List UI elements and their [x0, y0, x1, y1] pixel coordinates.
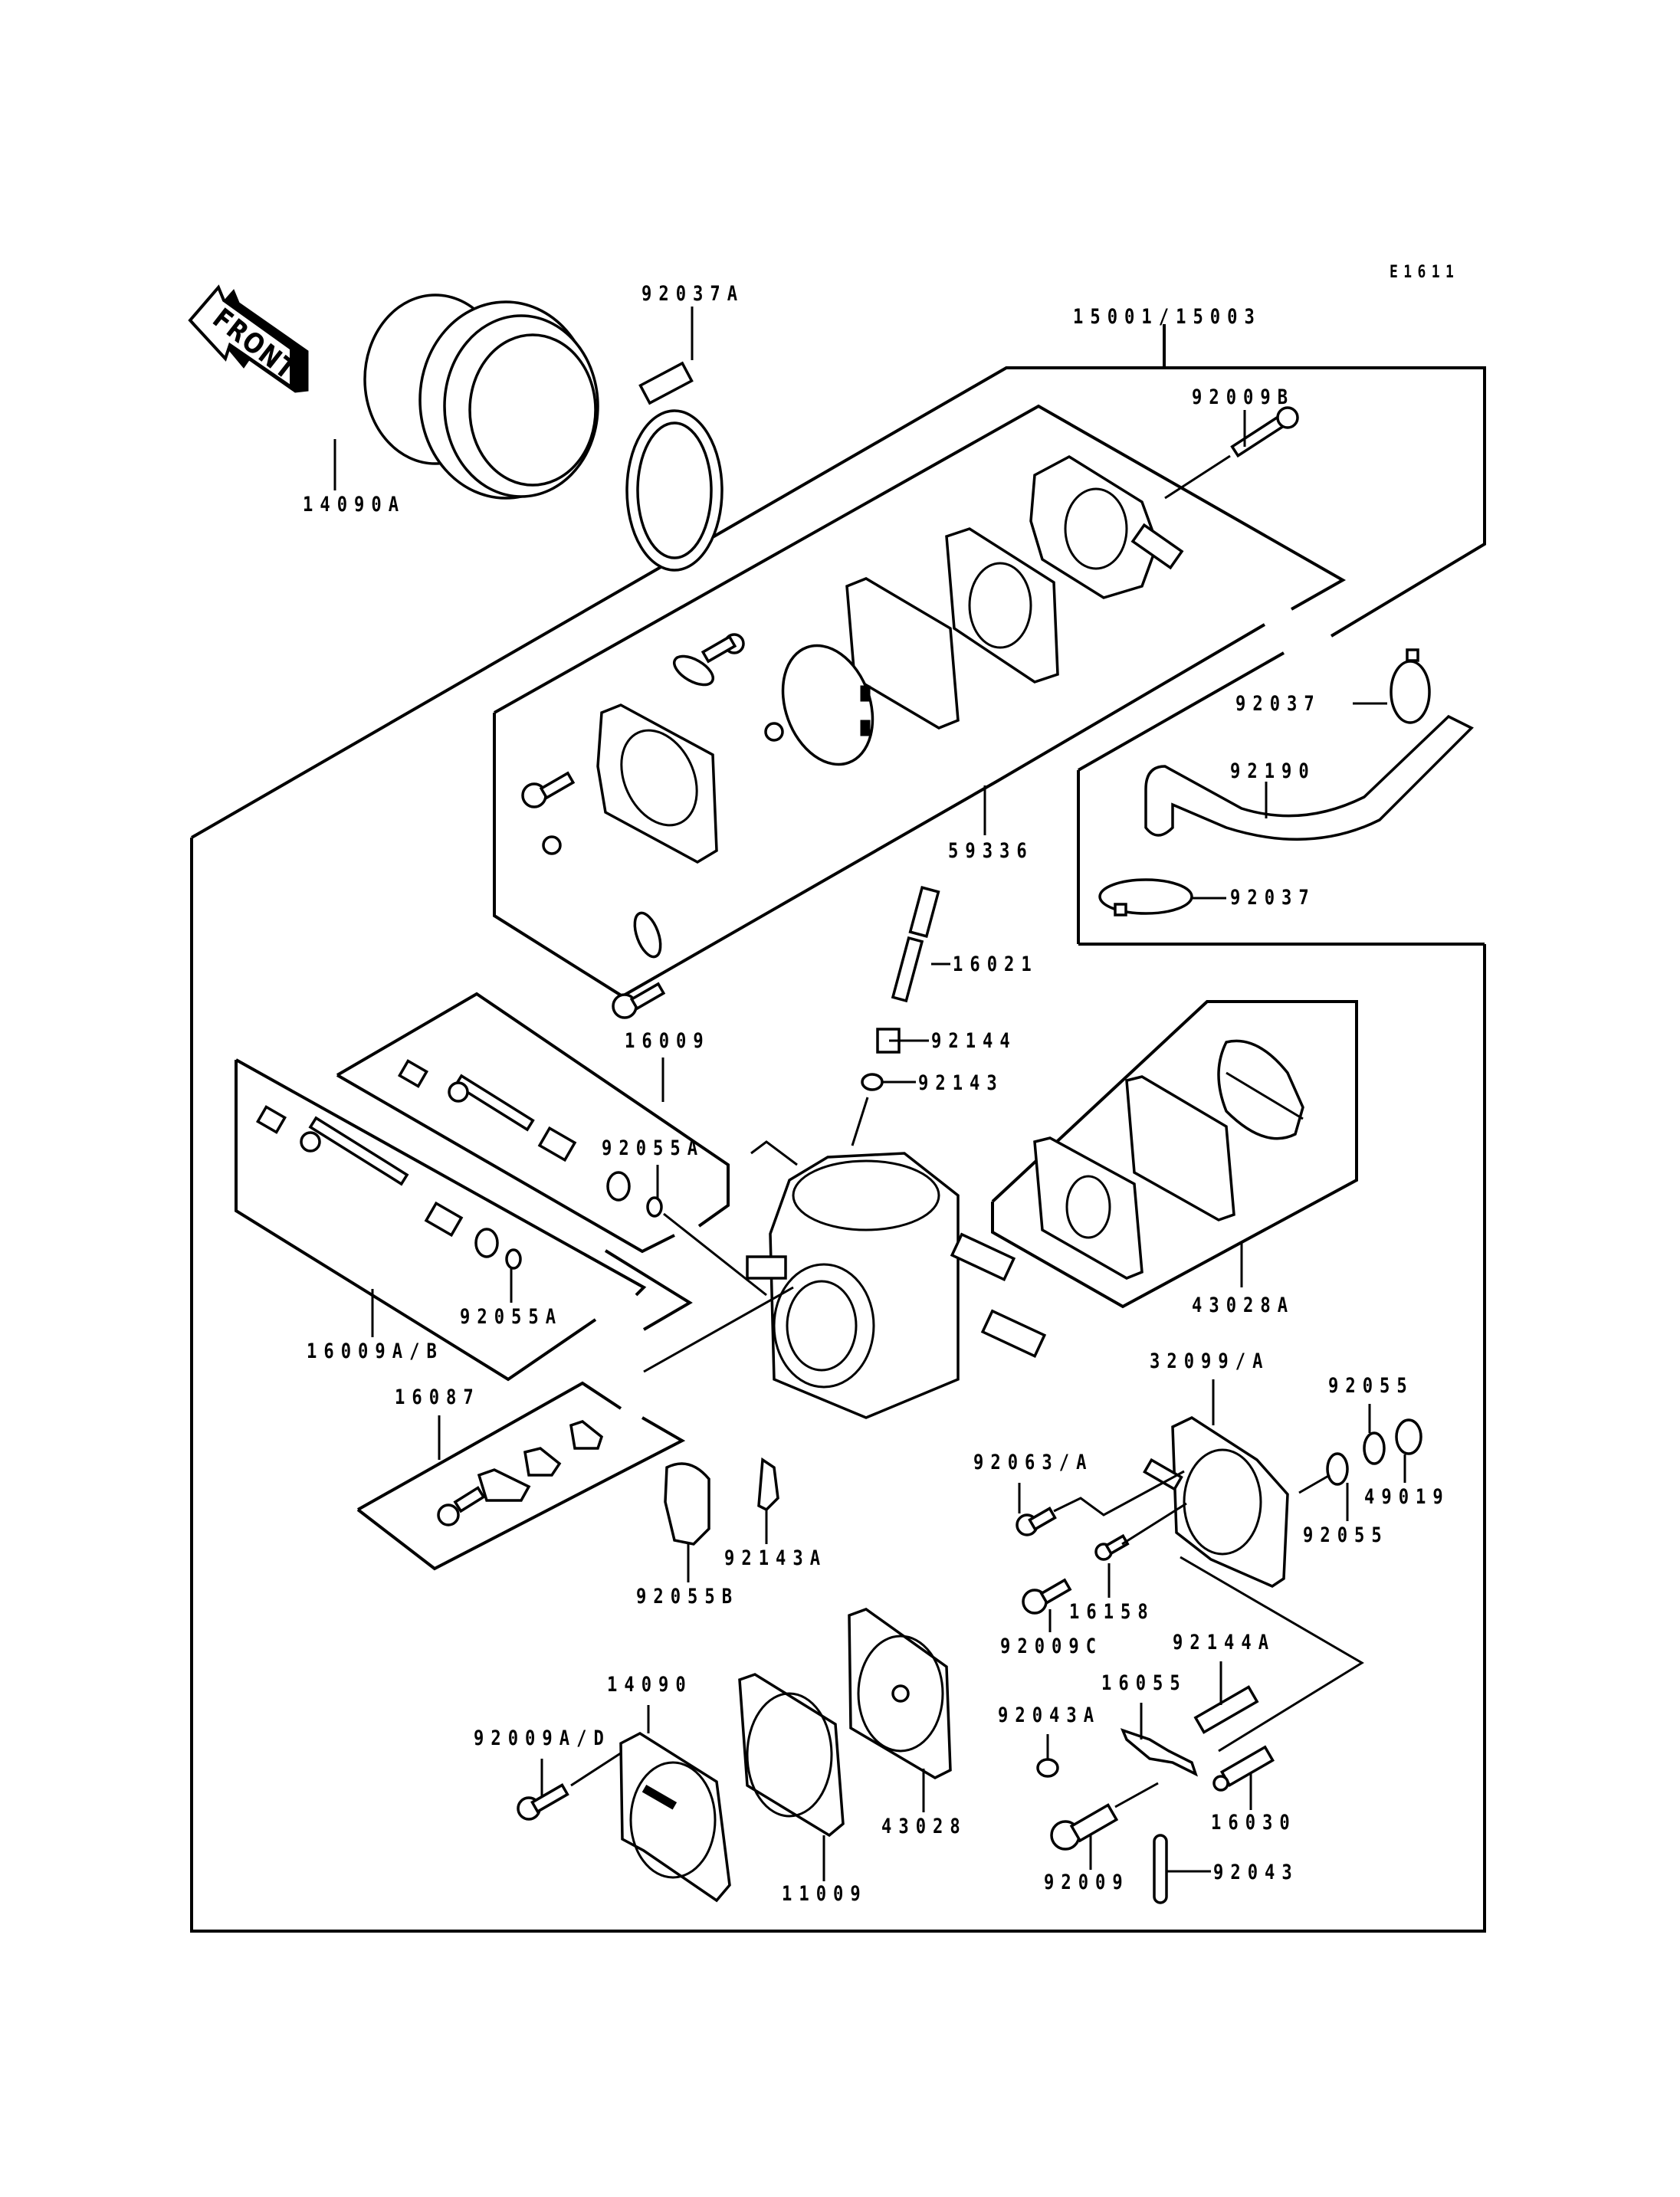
- adjust-screw-frame-16009: [336, 992, 730, 1228]
- throttle-lever-frame: [357, 1381, 622, 1511]
- fuel-chamber-body-icon: [1143, 1415, 1289, 1588]
- lever-group-frame: [1180, 1556, 1364, 1753]
- pin-icon: [1153, 1834, 1168, 1904]
- part-label-43028A[interactable]: 43028A: [1192, 1294, 1295, 1317]
- assembly-frame-15001-lower: [190, 838, 1486, 1933]
- fuel-pump-frame: [494, 404, 1347, 714]
- pump-valve-ring-icon: [781, 644, 874, 766]
- leader-16158-line: [1121, 1502, 1187, 1546]
- gasket-set-icon: [1033, 1039, 1304, 1280]
- part-label-16055[interactable]: 16055: [1101, 1671, 1187, 1695]
- screw-ad-icon: [517, 1783, 569, 1821]
- part-label-92037-lower[interactable]: 92037: [1230, 886, 1316, 910]
- jet-icon: [1094, 1533, 1130, 1561]
- throttle-lever-icon: [437, 1420, 604, 1526]
- cable-tie-icon: [1390, 648, 1431, 724]
- gasket-set-frame: [991, 1000, 1358, 1309]
- fuel-pump-cover-icon: [1029, 454, 1184, 599]
- air-intake-boot-icon: [363, 293, 599, 500]
- hose-frame-top: [1078, 651, 1285, 772]
- pump-plate-icon: [633, 654, 714, 959]
- diaphragm-icon: [848, 1608, 952, 1779]
- part-label-92055-upper[interactable]: 92055: [1328, 1374, 1414, 1398]
- part-label-92063A[interactable]: 92063/A: [973, 1451, 1094, 1474]
- fuel-hose-icon: [1144, 714, 1474, 841]
- adjust-screw-frame-16009AB: [235, 1060, 597, 1382]
- collar-icon: [861, 1073, 884, 1091]
- spring-a-icon: [1193, 1685, 1259, 1734]
- part-label-92144[interactable]: 92144: [931, 1029, 1017, 1053]
- screw-c-icon: [1022, 1578, 1072, 1615]
- leader-92009-line: [1114, 1782, 1159, 1808]
- plug-screw-icon: [1016, 1507, 1057, 1536]
- front-arrow-icon: [188, 284, 309, 393]
- part-label-92143A[interactable]: 92143A: [724, 1546, 828, 1570]
- adjust-screw-icon: [397, 1059, 663, 1218]
- part-label-92190[interactable]: 92190: [1230, 759, 1316, 783]
- part-label-92144A[interactable]: 92144A: [1173, 1631, 1276, 1654]
- leader-16087-body: [643, 1286, 794, 1373]
- assembly-frame-15001: [191, 366, 1486, 839]
- part-label-16030[interactable]: 16030: [1211, 1811, 1297, 1835]
- leader-92055-body: [1298, 1474, 1331, 1494]
- part-label-92009A-D[interactable]: 92009A/D: [474, 1726, 611, 1750]
- o-ring-cap-icon: [664, 1462, 710, 1546]
- part-label-92055A-upper[interactable]: 92055A: [602, 1136, 705, 1160]
- part-label-15001-15003[interactable]: 15001/15003: [1073, 305, 1262, 329]
- part-label-92143[interactable]: 92143: [918, 1071, 1004, 1095]
- screw-main-icon: [1050, 1803, 1119, 1851]
- part-label-92009C[interactable]: 92009C: [1000, 1635, 1104, 1658]
- part-label-92055-lower[interactable]: 92055: [1303, 1523, 1389, 1547]
- carburetor-body-icon: [746, 1140, 1047, 1419]
- part-label-92043A[interactable]: 92043A: [998, 1703, 1101, 1727]
- part-label-16009[interactable]: 16009: [625, 1029, 710, 1053]
- figure-code: E1611: [1390, 263, 1460, 282]
- part-label-92009[interactable]: 92009: [1044, 1871, 1130, 1894]
- part-label-14090A[interactable]: 14090A: [303, 493, 406, 516]
- part-label-11009[interactable]: 11009: [782, 1882, 868, 1906]
- pump-body-icon: [596, 703, 718, 864]
- hose-clamp-icon: [625, 361, 724, 572]
- part-label-16009A-B[interactable]: 16009A/B: [307, 1340, 444, 1363]
- part-label-59336[interactable]: 59336: [948, 839, 1034, 863]
- part-label-92043[interactable]: 92043: [1213, 1861, 1299, 1884]
- filter-plug-icon: [1395, 1418, 1422, 1455]
- part-label-92055B[interactable]: 92055B: [636, 1585, 740, 1608]
- pump-screw-icon: [521, 633, 745, 1019]
- adjust-screw-ab-icon: [255, 1105, 522, 1270]
- part-label-92037A[interactable]: 92037A: [641, 282, 745, 306]
- collar-a-icon: [757, 1457, 779, 1512]
- part-label-49019[interactable]: 49019: [1364, 1485, 1450, 1509]
- leader-92063A-path: [1053, 1470, 1185, 1517]
- gasket-icon: [738, 1673, 845, 1838]
- part-label-16158[interactable]: 16158: [1069, 1600, 1155, 1624]
- pump-nut-icon: [542, 722, 784, 855]
- screw-icon: [1230, 406, 1299, 458]
- pump-gasket-icon: [945, 527, 1059, 684]
- part-label-16021[interactable]: 16021: [953, 953, 1039, 976]
- pin-a-icon: [1036, 1758, 1059, 1778]
- part-label-43028[interactable]: 43028: [881, 1815, 967, 1838]
- lever-arm-icon: [1120, 1728, 1198, 1777]
- part-label-92009B[interactable]: 92009B: [1192, 385, 1295, 409]
- part-label-32099A[interactable]: 32099/A: [1150, 1349, 1270, 1373]
- leader-92009B-line: [1164, 454, 1231, 500]
- part-label-16087[interactable]: 16087: [395, 1385, 481, 1409]
- part-label-92037-upper[interactable]: 92037: [1235, 692, 1321, 716]
- leader-92143-body: [851, 1097, 869, 1146]
- cable-tie-lower-icon: [1098, 878, 1193, 917]
- diaphragm-cover-icon: [619, 1731, 731, 1903]
- needle-valve-icon: [891, 886, 940, 1003]
- part-label-14090[interactable]: 14090: [607, 1673, 693, 1697]
- inlet-needle-icon: [1212, 1745, 1275, 1792]
- leader-92055A-upper-body: [663, 1212, 767, 1297]
- o-ring-icon: [1326, 1431, 1386, 1486]
- part-label-92055A-lower[interactable]: 92055A: [460, 1305, 563, 1329]
